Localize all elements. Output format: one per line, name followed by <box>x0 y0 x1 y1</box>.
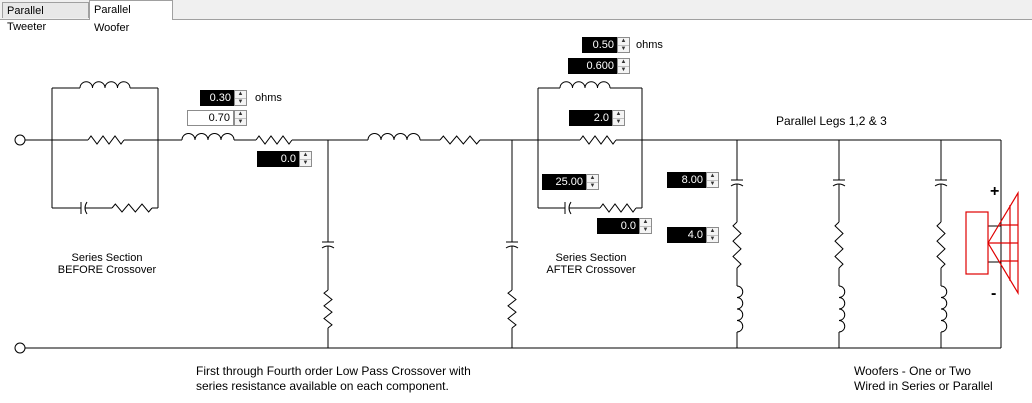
resistor <box>507 289 517 329</box>
leg-resistor <box>834 221 844 269</box>
description-line1: First through Fourth order Low Pass Cros… <box>196 364 471 378</box>
ground-terminal <box>14 342 26 354</box>
series-after-line1: Series Section <box>555 252 627 264</box>
spinner-arrows[interactable]: ▲▼ <box>706 172 719 188</box>
resistor <box>323 289 333 329</box>
series-after-line2: AFTER Crossover <box>546 264 636 276</box>
polarity-plus: + <box>990 183 1000 200</box>
tab-parallel-tweeter[interactable]: Parallel Tweeter <box>2 2 89 33</box>
ohms-label: ohms <box>255 92 282 104</box>
inductor <box>367 133 421 141</box>
spinner-value[interactable]: 0.600 <box>568 58 617 74</box>
after-capacitor-spinner[interactable]: 25.00 ▲▼ <box>542 174 599 190</box>
spinner-arrows[interactable]: ▲▼ <box>586 174 599 190</box>
leg1-capacitor-spinner[interactable]: 8.00 ▲▼ <box>667 172 719 188</box>
ohms-label: ohms <box>636 39 663 51</box>
leg-inductor <box>838 285 846 333</box>
tab-bar: Parallel Tweeter Parallel Woofer <box>0 0 1032 34</box>
series-before-line1: Series Section <box>71 252 143 264</box>
polarity-minus: - <box>991 285 997 302</box>
spinner-value[interactable]: 8.00 <box>667 172 706 188</box>
woofers-line1: Woofers - One or Two <box>854 364 971 378</box>
leg1-resistor-spinner[interactable]: 4.0 ▲▼ <box>667 227 719 243</box>
spinner-value[interactable]: 0.30 <box>200 90 234 106</box>
spinner-arrows[interactable]: ▲▼ <box>612 110 625 126</box>
crossover-description: First through Fourth order Low Pass Cros… <box>196 364 471 394</box>
inductor <box>559 81 611 89</box>
resistor <box>579 135 617 145</box>
resistor <box>111 203 153 213</box>
after-top-resistor-spinner[interactable]: 0.50 ▲▼ <box>582 37 630 53</box>
leg-resistor <box>732 221 742 269</box>
inductor <box>79 81 131 89</box>
series-before-inductor-spinner[interactable]: 0.70 ▲▼ <box>187 110 247 126</box>
series-before-resistor-spinner[interactable]: 0.30 ▲▼ <box>200 90 247 106</box>
leg-resistor <box>936 221 946 269</box>
leg-inductor <box>940 285 948 333</box>
series-before-line2: BEFORE Crossover <box>57 264 157 276</box>
woofers-line2: Wired in Series or Parallel <box>854 379 993 393</box>
spinner-value[interactable]: 0.0 <box>257 151 299 167</box>
resistor <box>255 135 293 145</box>
spinner-value[interactable]: 0.0 <box>597 218 639 234</box>
spinner-value[interactable]: 0.50 <box>582 37 617 53</box>
spinner-arrows[interactable]: ▲▼ <box>299 151 312 167</box>
spinner-arrows[interactable]: ▲▼ <box>617 37 630 53</box>
resistor <box>599 203 637 213</box>
spinner-value[interactable]: 2.0 <box>569 110 612 126</box>
leg-inductor <box>736 285 744 333</box>
series-before-resistor2-spinner[interactable]: 0.0 ▲▼ <box>257 151 312 167</box>
spinner-value[interactable]: 4.0 <box>667 227 706 243</box>
spinner-arrows[interactable]: ▲▼ <box>617 58 630 74</box>
after-top-inductor-spinner[interactable]: 0.600 ▲▼ <box>568 58 630 74</box>
spinner-arrows[interactable]: ▲▼ <box>234 90 247 106</box>
resistor <box>439 135 481 145</box>
inductor <box>181 133 235 141</box>
speaker-icon <box>965 190 1019 296</box>
after-mid-resistor-spinner[interactable]: 2.0 ▲▼ <box>569 110 625 126</box>
spinner-value[interactable]: 0.70 <box>187 110 234 126</box>
spinner-arrows[interactable]: ▲▼ <box>234 110 247 126</box>
spinner-value[interactable]: 25.00 <box>542 174 586 190</box>
description-line2: series resistance available on each comp… <box>196 379 449 393</box>
woofers-label: Woofers - One or Two Wired in Series or … <box>854 364 993 394</box>
spinner-arrows[interactable]: ▲▼ <box>706 227 719 243</box>
input-terminal <box>14 134 26 146</box>
tab-parallel-woofer[interactable]: Parallel Woofer <box>89 0 173 34</box>
resistor <box>87 135 125 145</box>
spinner-arrows[interactable]: ▲▼ <box>639 218 652 234</box>
after-capacitor-resistor-spinner[interactable]: 0.0 ▲▼ <box>597 218 652 234</box>
series-before-label: Series Section BEFORE Crossover <box>52 252 162 276</box>
parallel-legs-label: Parallel Legs 1,2 & 3 <box>776 114 887 128</box>
series-after-label: Series Section AFTER Crossover <box>536 252 646 276</box>
